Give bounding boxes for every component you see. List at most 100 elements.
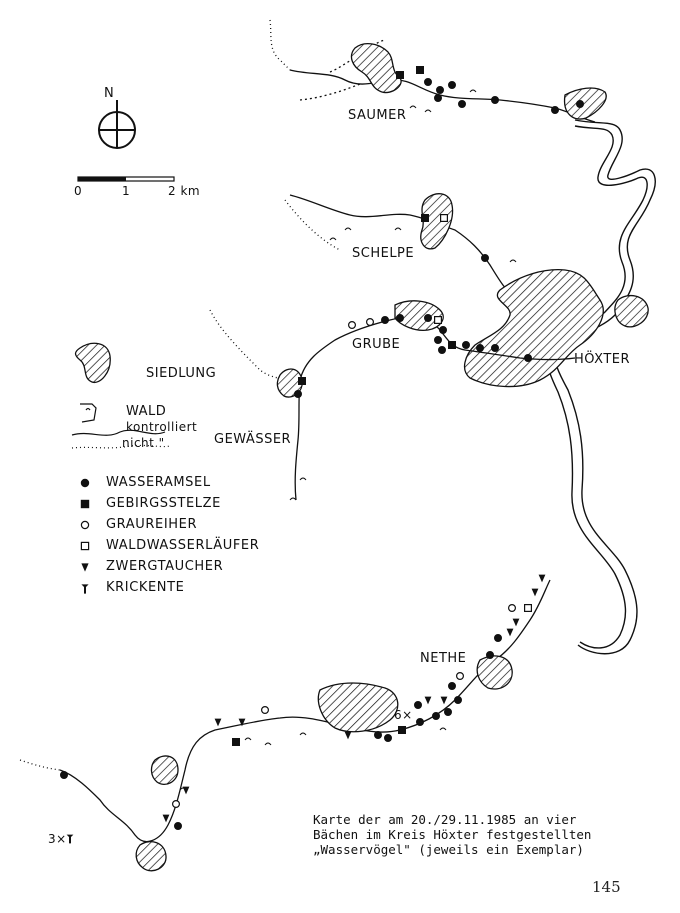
legend-wald-label: WALD	[126, 404, 167, 419]
observation-open-circle	[508, 603, 517, 612]
observation-open-square	[523, 603, 532, 612]
open-circle-icon	[80, 520, 90, 530]
legend-species-label: GEBIRGSSTELZE	[106, 496, 221, 511]
observation-filled-circle	[575, 99, 584, 108]
place-label-hoexter: HÖXTER	[574, 352, 631, 367]
scale-bar	[77, 176, 175, 182]
place-label-nethe: NETHE	[420, 651, 467, 666]
legend-species-label: WALDWASSERLÄUFER	[106, 538, 260, 553]
map-caption: Karte der am 20./29.11.1985 an vier Bäch…	[313, 812, 673, 857]
nethe-settlement-east	[476, 655, 513, 690]
open-square-icon	[80, 541, 90, 551]
observation-filled-circle	[384, 733, 393, 742]
caption-line-1: Karte der am 20./29.11.1985 an vier	[313, 812, 577, 827]
compass-north-label: N	[104, 86, 115, 101]
observation-filled-circle	[454, 695, 463, 704]
observation-filled-circle	[434, 93, 443, 102]
nethe-settlement-center	[317, 682, 399, 733]
saumer-stream	[269, 19, 596, 123]
observation-filled-triangle	[344, 731, 352, 740]
filled-square-icon	[80, 499, 90, 509]
hoexter-settlement	[463, 269, 604, 388]
observation-open-square	[434, 316, 443, 325]
legend-siedlung-icon	[74, 342, 111, 384]
observation-filled-circle	[550, 105, 559, 114]
observation-markers	[59, 65, 584, 844]
scale-tick-1: 1	[122, 184, 131, 198]
place-label-schelpe: SCHELPE	[352, 246, 415, 261]
observation-filled-triangle	[424, 696, 432, 705]
observation-filled-square	[448, 341, 457, 350]
legend-nicht-label: nicht "	[122, 436, 165, 450]
observation-filled-circle	[523, 354, 532, 363]
observation-filled-circle	[381, 316, 390, 325]
legend-species-label: ZWERGTAUCHER	[106, 559, 224, 574]
observation-filled-triangle	[531, 588, 539, 597]
observation-open-circle	[366, 318, 375, 327]
duck-mark-icon	[81, 584, 89, 594]
observation-filled-circle	[491, 95, 500, 104]
caption-line-3: „Wasservögel" (jeweils ein Exemplar)	[313, 842, 584, 857]
observation-filled-triangle	[512, 618, 520, 627]
observation-filled-circle	[462, 341, 471, 350]
observation-filled-circle	[481, 254, 490, 263]
legend-siedlung-label: SIEDLUNG	[146, 366, 217, 381]
filled-circle-icon	[80, 478, 90, 488]
observation-open-circle	[172, 799, 181, 808]
annotation-three-x: 3×	[48, 832, 67, 846]
place-label-saumer: SAUMER	[348, 108, 407, 123]
saumer-settlement-east	[563, 87, 607, 120]
observation-filled-square	[232, 737, 241, 746]
weser-river	[546, 119, 656, 655]
nethe-stream	[19, 579, 551, 843]
observation-open-circle	[261, 705, 270, 714]
observation-filled-circle	[491, 344, 500, 353]
observation-filled-square	[396, 70, 405, 79]
saumer-settlement	[350, 42, 402, 94]
filled-triangle-icon	[81, 563, 89, 572]
observation-filled-triangle	[214, 718, 222, 727]
observation-filled-circle	[396, 314, 405, 323]
nethe-settlement-west	[135, 841, 167, 872]
observation-filled-triangle	[506, 628, 514, 637]
observation-filled-circle	[432, 711, 441, 720]
hoexter-east-settlement	[614, 294, 649, 328]
observation-filled-circle	[476, 344, 485, 353]
legend-species-label: GRAUREIHER	[106, 517, 198, 532]
observation-filled-triangle	[238, 718, 246, 727]
legend-species-label: WASSERAMSEL	[106, 475, 211, 490]
observation-filled-square	[421, 214, 430, 223]
observation-filled-circle	[424, 77, 433, 86]
observation-open-circle	[348, 321, 357, 330]
compass-icon	[98, 100, 136, 149]
observation-filled-circle	[434, 336, 443, 345]
observation-filled-circle	[486, 650, 495, 659]
observation-filled-circle	[374, 730, 383, 739]
legend-species-label: KRICKENTE	[106, 580, 185, 595]
observation-filled-triangle	[440, 696, 448, 705]
observation-filled-circle	[444, 707, 453, 716]
observation-filled-circle	[448, 681, 457, 690]
observation-filled-square	[416, 65, 425, 74]
observation-filled-circle	[174, 821, 183, 830]
observation-filled-circle	[416, 717, 425, 726]
scale-tick-2: 2 km	[168, 184, 201, 198]
legend-kontrolliert-label: kontrolliert	[126, 420, 198, 434]
observation-filled-circle	[458, 99, 467, 108]
observation-filled-circle	[414, 700, 423, 709]
observation-duck-mark	[66, 834, 74, 844]
forest-marks	[179, 89, 517, 791]
legend-water-icons	[71, 429, 171, 449]
scale-tick-0: 0	[74, 184, 83, 198]
nethe-settlement-mid	[150, 755, 179, 785]
observation-filled-circle	[436, 85, 445, 94]
observation-filled-circle	[494, 633, 503, 642]
observation-filled-circle	[424, 314, 433, 323]
caption-line-2: Bächen im Kreis Höxter festgestellten	[313, 827, 592, 842]
observation-open-circle	[456, 671, 465, 680]
observation-filled-square	[298, 377, 307, 386]
page-number: 145	[592, 878, 621, 896]
observation-filled-triangle	[162, 814, 170, 823]
observation-filled-circle	[294, 390, 303, 399]
